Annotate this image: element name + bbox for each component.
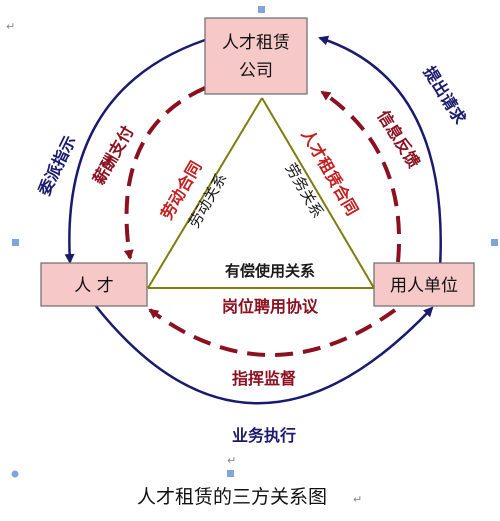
- paragraph-mark-icon: ↵: [6, 20, 15, 33]
- paragraph-mark-icon: ↵: [353, 493, 362, 506]
- label-post-agreement: 岗位聘用协议: [222, 297, 319, 316]
- node-talent-box: [40, 262, 148, 307]
- label-paid-use: 有偿使用关系: [225, 262, 315, 280]
- selection-handle-bottom[interactable]: [227, 470, 234, 477]
- outer-arc-request: [318, 35, 442, 269]
- triangle-right-edge: [261, 97, 375, 289]
- outer-arc-execution: [94, 304, 434, 405]
- triangle-left-edge: [147, 97, 263, 289]
- node-company-line1: 人才租赁: [222, 33, 290, 53]
- label-supervision: 指挥监督: [232, 369, 296, 388]
- inner-arc-feedback: [320, 90, 401, 263]
- label-execution: 业务执行: [232, 426, 296, 445]
- node-company-line2: 公司: [239, 61, 273, 81]
- label-request: 提出请求: [420, 63, 471, 128]
- node-employer-box: [373, 262, 475, 307]
- selection-handle-left[interactable]: [12, 239, 19, 246]
- node-talent-label: 人 才: [74, 276, 113, 296]
- diagram-caption: 人才租赁的三方关系图: [137, 486, 327, 508]
- selection-handle-right[interactable]: [491, 239, 498, 246]
- inner-arc-supervision: [148, 308, 397, 357]
- selection-handle-corner[interactable]: [11, 470, 19, 478]
- paragraph-mark-icon: ↵: [227, 454, 236, 467]
- outer-arc-dispatch: [64, 38, 206, 264]
- selection-handle-top[interactable]: [258, 6, 265, 13]
- node-employer-label: 用人单位: [390, 276, 458, 296]
- node-company-box: [204, 17, 308, 95]
- inner-arc-salary: [123, 86, 206, 260]
